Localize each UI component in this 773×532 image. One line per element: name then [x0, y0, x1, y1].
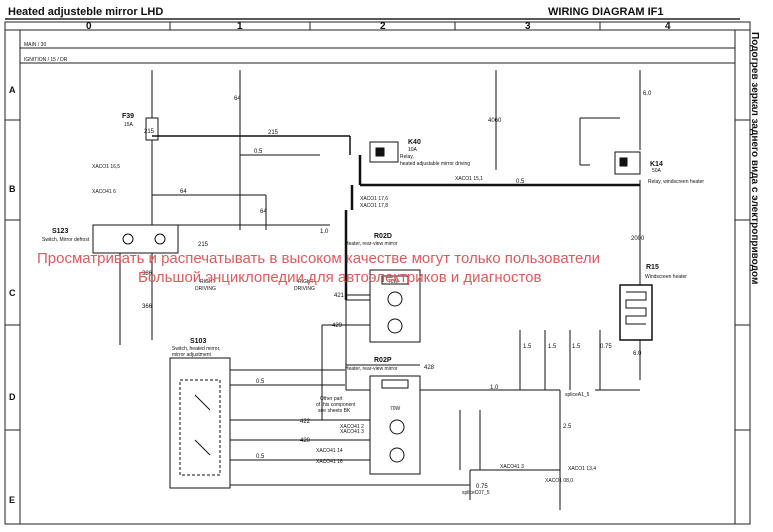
s123-switch-symbol — [92, 224, 179, 254]
col-label-4: 4 — [665, 21, 671, 32]
terminal-label-6: XACO41 2 — [340, 424, 364, 430]
k14-relay-symbol — [614, 151, 641, 175]
gauge-15-b: 1.5 — [548, 344, 557, 350]
wire-4060: 4060 — [488, 118, 502, 124]
r02d-heater-symbol — [369, 269, 421, 343]
s103-desc2: mirror adjustment — [172, 352, 212, 358]
gauge-075: 0.75 — [600, 344, 612, 350]
row-label-c: C — [9, 288, 16, 298]
r02p-desc: Heater, rear-view mirror — [345, 366, 398, 372]
terminal-label-12: XACO1 13,4 — [568, 466, 596, 472]
rail-main-label: MAIN / 30 — [24, 42, 46, 48]
k40-desc2: heated adjustable mirror driving — [400, 161, 470, 167]
terminal-label-8: XACO41 16 — [316, 459, 343, 465]
terminal-label-14: XACO41 3 — [500, 464, 524, 470]
s103-switch-symbol — [169, 357, 231, 489]
wire-215-a: 215 — [144, 129, 155, 135]
r15-name: R15 — [646, 264, 659, 271]
k40-rating: 10A — [408, 147, 418, 153]
r15-desc: Windscreen heater — [645, 274, 687, 280]
wire-64-c: 64 — [260, 209, 267, 215]
col-label-1: 1 — [237, 21, 243, 32]
f39-rating: 15A — [124, 122, 134, 128]
gauge-05-b: 0.5 — [516, 179, 525, 185]
wire-64-b: 64 — [180, 189, 187, 195]
terminal-label-13: XACO1 08,0 — [545, 478, 573, 484]
k40-relay-symbol — [369, 141, 399, 163]
terminal-label-9: XACO41 3 — [340, 429, 364, 435]
row-label-e: E — [9, 495, 15, 505]
s103-name: S103 — [190, 338, 206, 345]
wire-428: 428 — [424, 365, 435, 371]
gauge-15-c: 1.5 — [572, 344, 581, 350]
terminal-label-2: XACO41 6 — [92, 189, 116, 195]
wire-420: 420 — [300, 438, 311, 444]
r02d-watt: 70W — [388, 279, 399, 285]
right-driving-1-l2: DRIVING — [195, 286, 216, 292]
wire-422: 422 — [300, 419, 311, 425]
gauge-60-a: 6.0 — [643, 91, 652, 97]
right-driving-2-l2: DRIVING — [294, 286, 315, 292]
gauge-05-c: 0.5 — [256, 379, 265, 385]
other-part-l1: Other part — [320, 396, 343, 402]
r02p-heater-symbol — [369, 375, 421, 475]
wire-421: 421 — [334, 293, 345, 299]
s123-desc: Switch, Mirror defrost — [42, 237, 90, 243]
s123-name: S123 — [52, 228, 68, 235]
power-rails — [20, 47, 735, 64]
gauge-05-a: 0.5 — [254, 149, 263, 155]
drawing-frame — [4, 21, 751, 525]
col-label-0: 0 — [86, 21, 92, 32]
row-label-b: B — [9, 184, 16, 194]
rail-ignition-label: IGNITION / 15 / DR — [24, 57, 68, 63]
k40-name: K40 — [408, 139, 421, 146]
terminal-label-3: XACO1 17,6 — [360, 196, 388, 202]
side-title: Подогрев зеркал заднего вида с электропр… — [749, 32, 760, 284]
r02p-name: R02P — [374, 357, 392, 364]
terminal-label-4: XACO1 17,8 — [360, 203, 388, 209]
other-part-l3: see sheets BK — [318, 408, 351, 414]
right-driving-2-l1: RIGHT — [298, 279, 314, 285]
row-label-a: A — [9, 85, 16, 95]
gauge-10-a: 1.0 — [320, 229, 329, 235]
wire-386: 386 — [142, 271, 153, 277]
r15-heater-symbol — [625, 291, 647, 325]
watermark-line-2: Большой энциклопедии для автоэлектриков … — [138, 269, 541, 286]
wire-366: 366 — [142, 304, 153, 310]
diagram-code: WIRING DIAGRAM IF1 — [548, 6, 664, 18]
wire-2000: 2000 — [631, 236, 645, 242]
terminal-label-5: XACO1 15,1 — [455, 176, 483, 182]
terminal-label-10: spliceA1_5 — [565, 392, 590, 398]
terminal-label-7: XACO41 14 — [316, 448, 343, 454]
terminal-label-11: spliceC07_5 — [462, 490, 490, 496]
r02d-desc: Heater, rear-view mirror — [345, 241, 398, 247]
wiring — [119, 70, 653, 510]
diagram-title: Heated adjusteble mirror LHD — [8, 6, 163, 18]
k14-name: K14 — [650, 161, 663, 168]
other-part-l2: of this component — [316, 402, 356, 408]
wire-64-a: 64 — [234, 96, 241, 102]
wire-429: 429 — [332, 323, 343, 329]
wire-215-c: 215 — [198, 242, 209, 248]
gauge-075-b: 0.75 — [476, 484, 488, 490]
right-driving-1-l1: RIGHT — [200, 279, 216, 285]
s103-desc1: Switch, heated mirror, — [172, 346, 220, 352]
k40-desc1: Relay, — [400, 154, 414, 160]
gauge-60-b: 6.0 — [633, 351, 642, 357]
terminal-label-1: XACO1 16,5 — [92, 164, 120, 170]
gauge-15-a: 1.5 — [523, 344, 532, 350]
k14-rating: 50A — [652, 168, 662, 174]
wire-215-b: 215 — [268, 130, 279, 136]
gauge-05-d: 0.5 — [256, 454, 265, 460]
row-label-d: D — [9, 392, 16, 402]
watermark-line-1: Просматривать и распечатывать в высоком … — [37, 250, 600, 267]
col-label-2: 2 — [380, 21, 386, 32]
k14-desc: Relay, windscreen heater — [648, 179, 704, 185]
r02p-watt: 70W — [390, 406, 401, 412]
gauge-25: 2.5 — [563, 424, 572, 430]
f39-name: F39 — [122, 113, 134, 120]
r02d-name: R02D — [374, 233, 392, 240]
col-label-3: 3 — [525, 21, 531, 32]
gauge-10-b: 1.0 — [490, 385, 499, 391]
